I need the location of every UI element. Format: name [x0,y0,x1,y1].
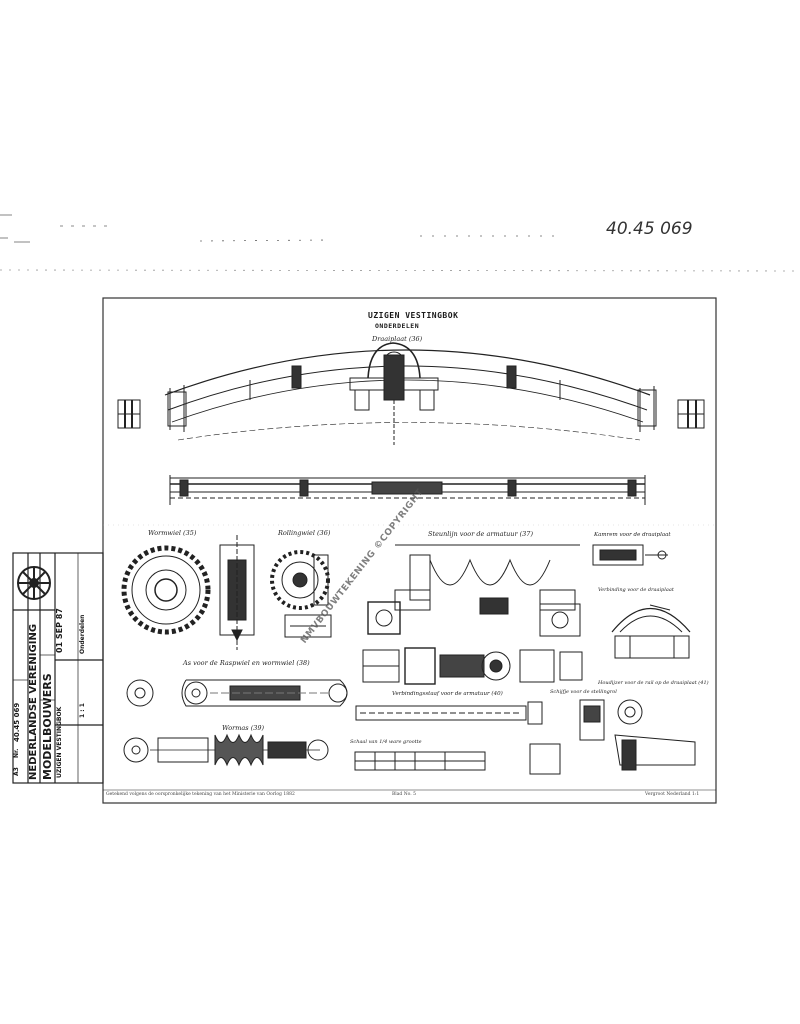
footer-right-note: Vergroot Nederland 1:1 [645,792,700,797]
caption-rolling-gear: Rollingwiel (36) [278,529,331,537]
worm-shaft-drawing [123,733,329,767]
rolling-gear-drawing [270,550,332,638]
stamp-section: Onderdelen [79,614,86,654]
sheet-subtitle: ONDERDELEN [375,322,420,330]
sheet-title: UZIGEN VESTINGBOK [368,311,459,320]
stamp-number-value: 40.45 069 [13,702,21,742]
turntable-rail-elevation [117,342,705,445]
scale-bar-drawing [354,743,561,775]
footer-sheet-number: Blad No. 5 [392,792,417,797]
caption-connecting-rod: Verbindingsstaaf voor de armatuur (40) [392,691,503,697]
caption-worm-shaft: Wormas (39) [222,724,265,732]
left-rail-profile [117,399,141,429]
sheet-border [102,297,717,804]
hub-parts-drawing [362,647,583,685]
caption-arc-joint: Verbinding voor de draaiplaat [598,587,674,593]
sheet-title-caption: Draaiplaat (36) [372,335,423,343]
cam-drawing [592,544,668,566]
rail-clamp-drawing [579,699,696,771]
stamp-association-line2: MODELBOUWERS [41,673,54,780]
footer-left-note: Getekend volgens de oorspronkelijke teke… [106,792,295,797]
title-block-frame [12,552,104,784]
caption-bearing-support: Steunlijn voor de armatuur (37) [428,530,533,538]
connecting-rod-drawing [355,701,543,725]
right-rail-profile [677,399,705,429]
worm-wheel-drawing [121,535,255,650]
turntable-rail-plan [169,475,646,505]
arc-joint-drawing [611,604,691,659]
stamp-number-label: Nr. [13,748,20,758]
stamp-size-label: A3 [13,767,20,776]
caption-scale-bar: Schaal van 1/4 ware grootte [350,739,422,745]
caption-bracket: Schijfje voor de stellingrol [550,689,617,695]
bearing-support-drawing [367,544,581,637]
reference-number: 40.45 069 [606,219,693,239]
scan-artifacts [0,214,800,272]
axle-shaft-drawing [126,679,348,707]
caption-rail-clamp: Houdijzer voor de rail op de draaiplaat … [598,680,709,686]
stamp-subject: UZIGEN VESTINGBOK [56,706,63,778]
stamp-association-line1: NEDERLANDSE VERENIGING [28,623,39,780]
caption-cam: Kamrem voor de draaiplaat [594,532,671,538]
caption-worm-wheel: Wormwiel (35) [148,529,197,537]
caption-axle: As voor de Raspwiel en wormwiel (38) [183,659,310,667]
association-wheel-emblem-icon [17,566,51,600]
stamp-scale: 1 : 1 [79,703,86,718]
stamp-date: 01 SEP 87 [55,608,64,653]
